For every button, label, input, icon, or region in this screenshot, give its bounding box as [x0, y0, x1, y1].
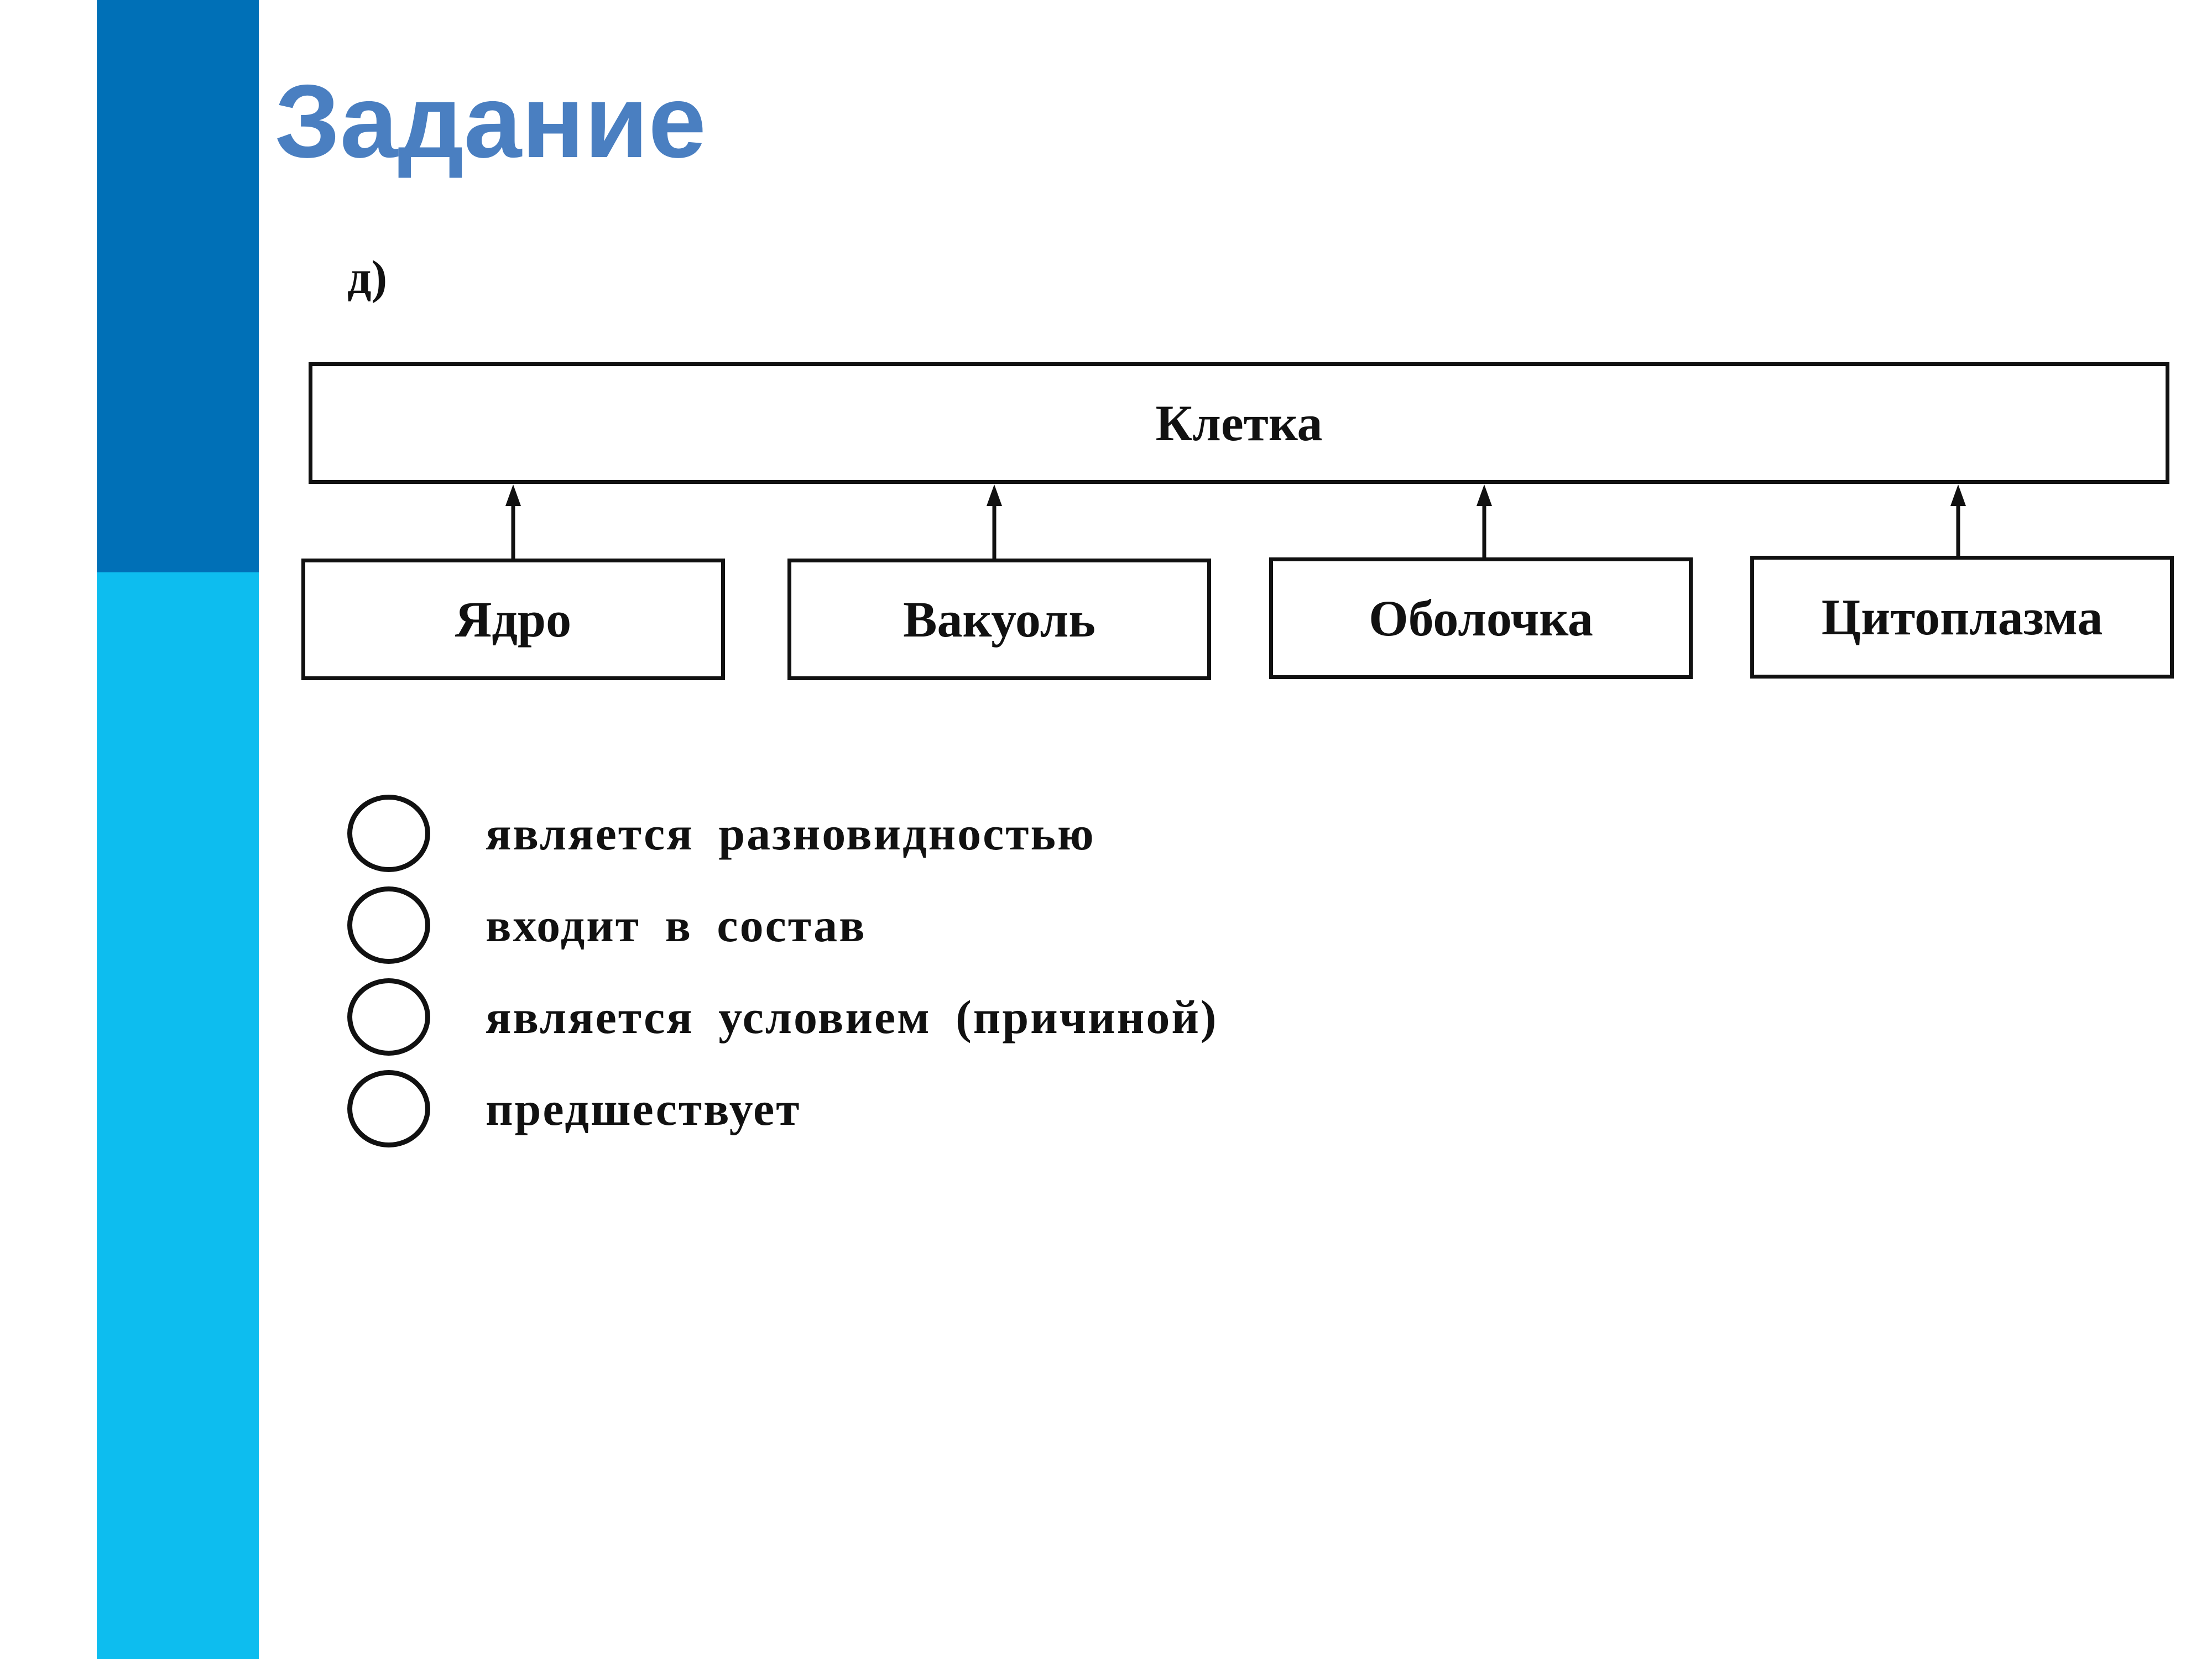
connector-arrow-3 [1477, 484, 1492, 557]
diagram-node-root: Клетка [309, 362, 2169, 484]
sidebar-accent-top [97, 0, 259, 572]
legend-text: предшествует [486, 1082, 801, 1135]
legend-text: является разновидностью [486, 807, 1095, 860]
diagram-node-child-2: Вакуоль [787, 559, 1211, 680]
legend-text: является условием (причиной) [486, 990, 1218, 1044]
legend-text: входит в состав [486, 899, 867, 952]
legend-item: является разновидностью [347, 792, 1095, 875]
legend-item: входит в состав [347, 884, 867, 967]
empty-circle-icon[interactable] [347, 1070, 430, 1147]
slide-title: Задание [275, 63, 706, 179]
sidebar-accent-bottom [97, 572, 259, 1659]
legend-item: является условием (причиной) [347, 975, 1218, 1058]
diagram-node-child-1: Ядро [301, 559, 725, 680]
connector-arrow-4 [1950, 484, 1966, 556]
legend-item: предшествует [347, 1067, 801, 1150]
connector-arrow-2 [987, 484, 1002, 559]
diagram-node-child-4: Цитоплазма [1750, 556, 2174, 679]
empty-circle-icon[interactable] [347, 886, 430, 964]
empty-circle-icon[interactable] [347, 978, 430, 1056]
connector-arrow-1 [505, 484, 521, 559]
variant-label: д) [347, 251, 388, 304]
diagram-node-child-3: Оболочка [1269, 557, 1693, 679]
empty-circle-icon[interactable] [347, 795, 430, 872]
